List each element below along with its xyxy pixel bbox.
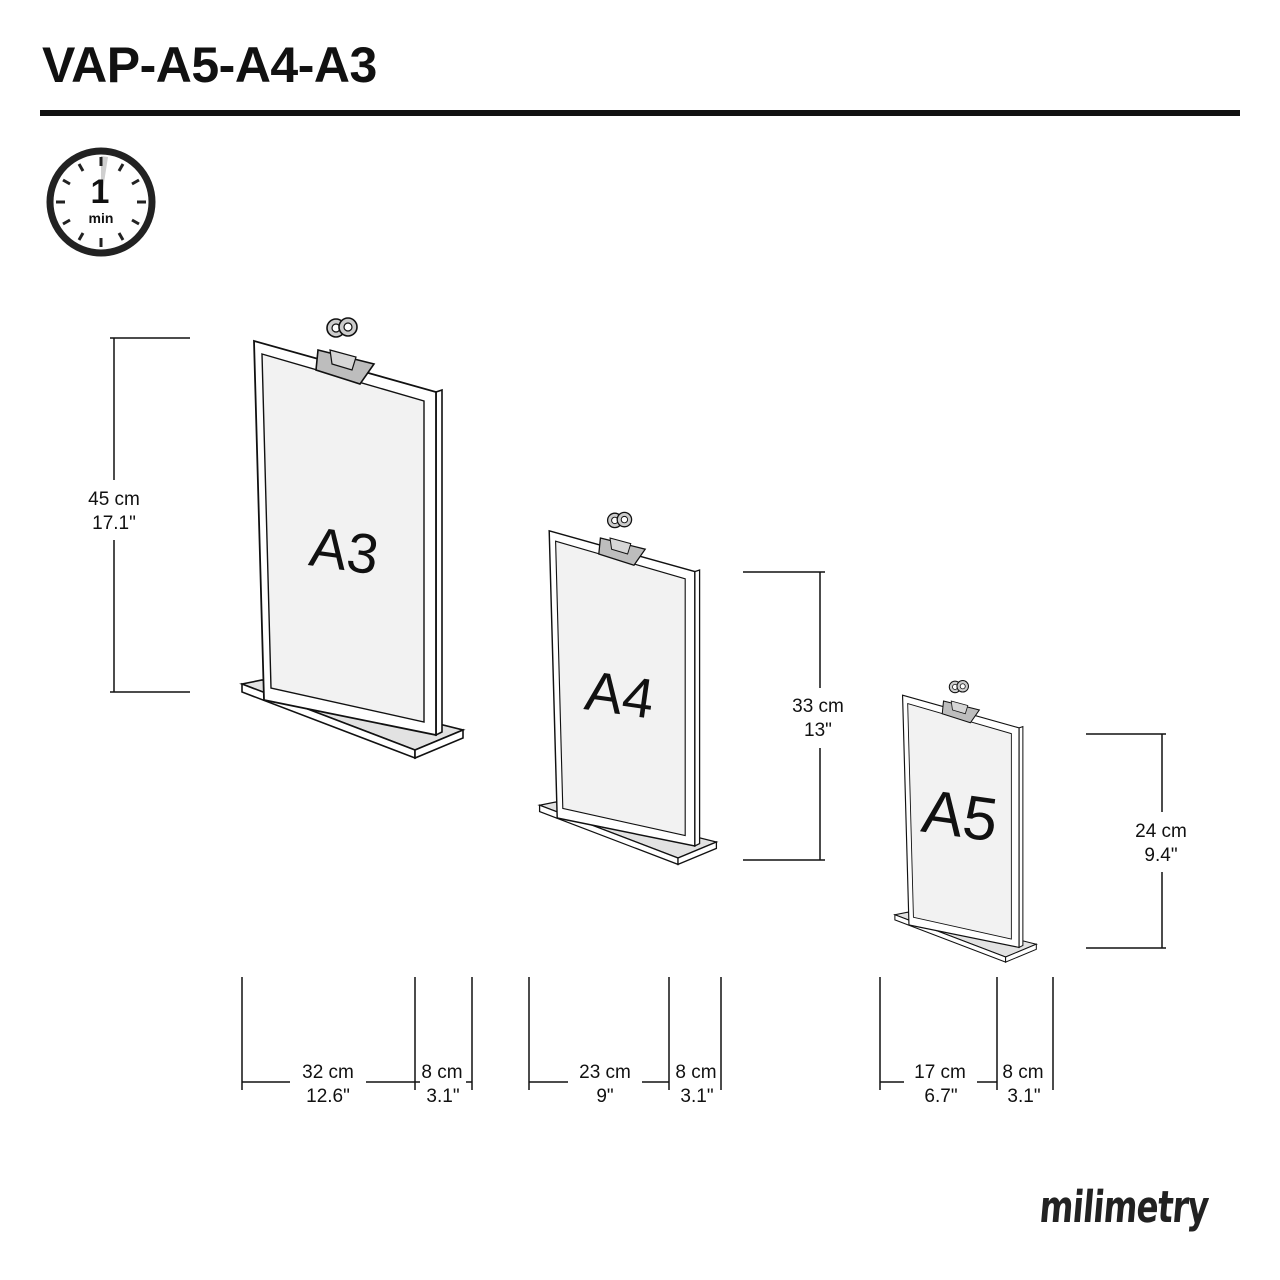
stand-label: A4 [581, 658, 658, 730]
title-divider [40, 110, 1240, 116]
timer-icon: 1 min [46, 147, 156, 257]
timer-value: 1 [91, 173, 110, 211]
a3-depth-cm: 8 cm [421, 1062, 462, 1083]
stand-label: A3 [306, 514, 383, 586]
a3-width-cm: 32 cm [302, 1062, 354, 1083]
a4-depth-cm: 8 cm [675, 1062, 716, 1083]
a3-width-in: 12.6" [306, 1086, 350, 1107]
width-dimension-lines [241, 977, 1054, 1090]
a4-width-cm: 23 cm [579, 1062, 631, 1083]
brand-logo: milimetry [1037, 1182, 1211, 1233]
a4-width-in: 9" [596, 1086, 613, 1107]
a3-height-in: 17.1" [92, 513, 136, 534]
a5-width-cm: 17 cm [914, 1062, 966, 1083]
height-dimension-lines [110, 337, 1166, 949]
timer-unit: min [89, 210, 114, 226]
a5-depth-cm: 8 cm [1002, 1062, 1043, 1083]
a5-width-in: 6.7" [924, 1086, 957, 1107]
stand-label: A5 [918, 777, 1002, 856]
stand-a3: A3 [241, 317, 464, 759]
stand-a4: A4 [538, 511, 718, 866]
a5-height-cm: 24 cm [1135, 821, 1187, 842]
page-title: VAP-A5-A4-A3 [42, 37, 377, 93]
a5-depth-in: 3.1" [1007, 1086, 1040, 1107]
a4-height-cm: 33 cm [792, 696, 844, 717]
a4-height-in: 13" [804, 720, 832, 741]
stand-a5: A5 [894, 679, 1037, 963]
a3-depth-in: 3.1" [426, 1086, 459, 1107]
a4-depth-in: 3.1" [680, 1086, 713, 1107]
a3-height-cm: 45 cm [88, 489, 140, 510]
a5-height-in: 9.4" [1144, 845, 1177, 866]
